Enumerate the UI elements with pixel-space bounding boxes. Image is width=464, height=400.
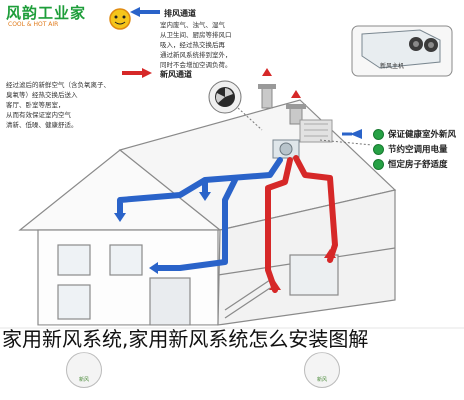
exhaust-text-line: 从卫生间、厨房等排风口	[160, 31, 232, 39]
fresh-text-line: 清新、低噪、健康舒适。	[6, 121, 78, 129]
check-icon	[373, 128, 384, 140]
fresh-legend-text: 经过滤后的新鲜空气（含负氧离子、 臭氧等）经热交换后送入 客厅、卧室等居室， 从…	[6, 80, 181, 130]
logo-title: 风韵工业家	[6, 4, 87, 22]
fresh-legend-title: 新风通道	[160, 70, 192, 79]
exhaust-text-line: 通过新风系统排到室外，	[160, 51, 232, 59]
heat-exchanger-unit	[272, 139, 300, 159]
thumbnail-label: 新风	[316, 377, 327, 383]
exhaust-air-ducts	[265, 155, 338, 293]
device-label: 新风主机	[380, 63, 405, 70]
fresh-text-line: 经过滤后的新鲜空气（含负氧离子、	[6, 81, 110, 89]
check-icon	[373, 158, 384, 170]
ventilator-device-illustration	[351, 25, 453, 77]
check-icon	[373, 143, 384, 155]
thumbnail-label: 新风	[78, 377, 89, 383]
house-outline	[18, 99, 397, 326]
fresh-text-line: 客厅、卧室等居室，	[6, 101, 65, 109]
legend-arrows	[122, 7, 362, 139]
feature-label: 保证健康室外新风	[388, 130, 457, 140]
exhaust-legend-text: 室内废气、浊气、湿气 从卫生间、厨房等排风口 吸入，经过热交换后再 通过新风系统…	[160, 20, 310, 70]
exhaust-text-line: 同时不会增加空调负荷。	[160, 61, 232, 69]
fresh-text-line: 臭氧等）经热交换后送入	[6, 91, 78, 99]
feature-label: 节约空调用电量	[388, 145, 448, 155]
exhaust-legend-title: 排风通道	[164, 9, 196, 18]
feature-label: 恒定房子舒适度	[388, 160, 448, 170]
thumbnail-icon: 新风	[66, 352, 102, 388]
exhaust-air-arrows	[269, 249, 336, 290]
vent-stacks	[258, 84, 333, 143]
logo-emblem	[109, 8, 131, 30]
fresh-air-arrows	[114, 192, 211, 274]
feature-item: 恒定房子舒适度	[373, 158, 448, 170]
thumbnail-icon: 新风	[304, 352, 340, 388]
exhaust-text-line: 室内废气、浊气、湿气	[160, 21, 225, 29]
feature-item: 保证健康室外新风	[373, 128, 456, 140]
intake-fan-bubble	[208, 80, 263, 131]
feature-item: 节约空调用电量	[373, 143, 448, 155]
fresh-text-line: 从而有效保证室内空气	[6, 111, 71, 119]
exhaust-text-line: 吸入，经过热交换后再	[160, 41, 225, 49]
image-caption: 家用新风系统,家用新风系统怎么安装图解	[0, 325, 464, 353]
logo-subtitle: COOL & HOT AIR	[8, 21, 59, 28]
exhaust-outlet-arrows	[262, 68, 301, 98]
